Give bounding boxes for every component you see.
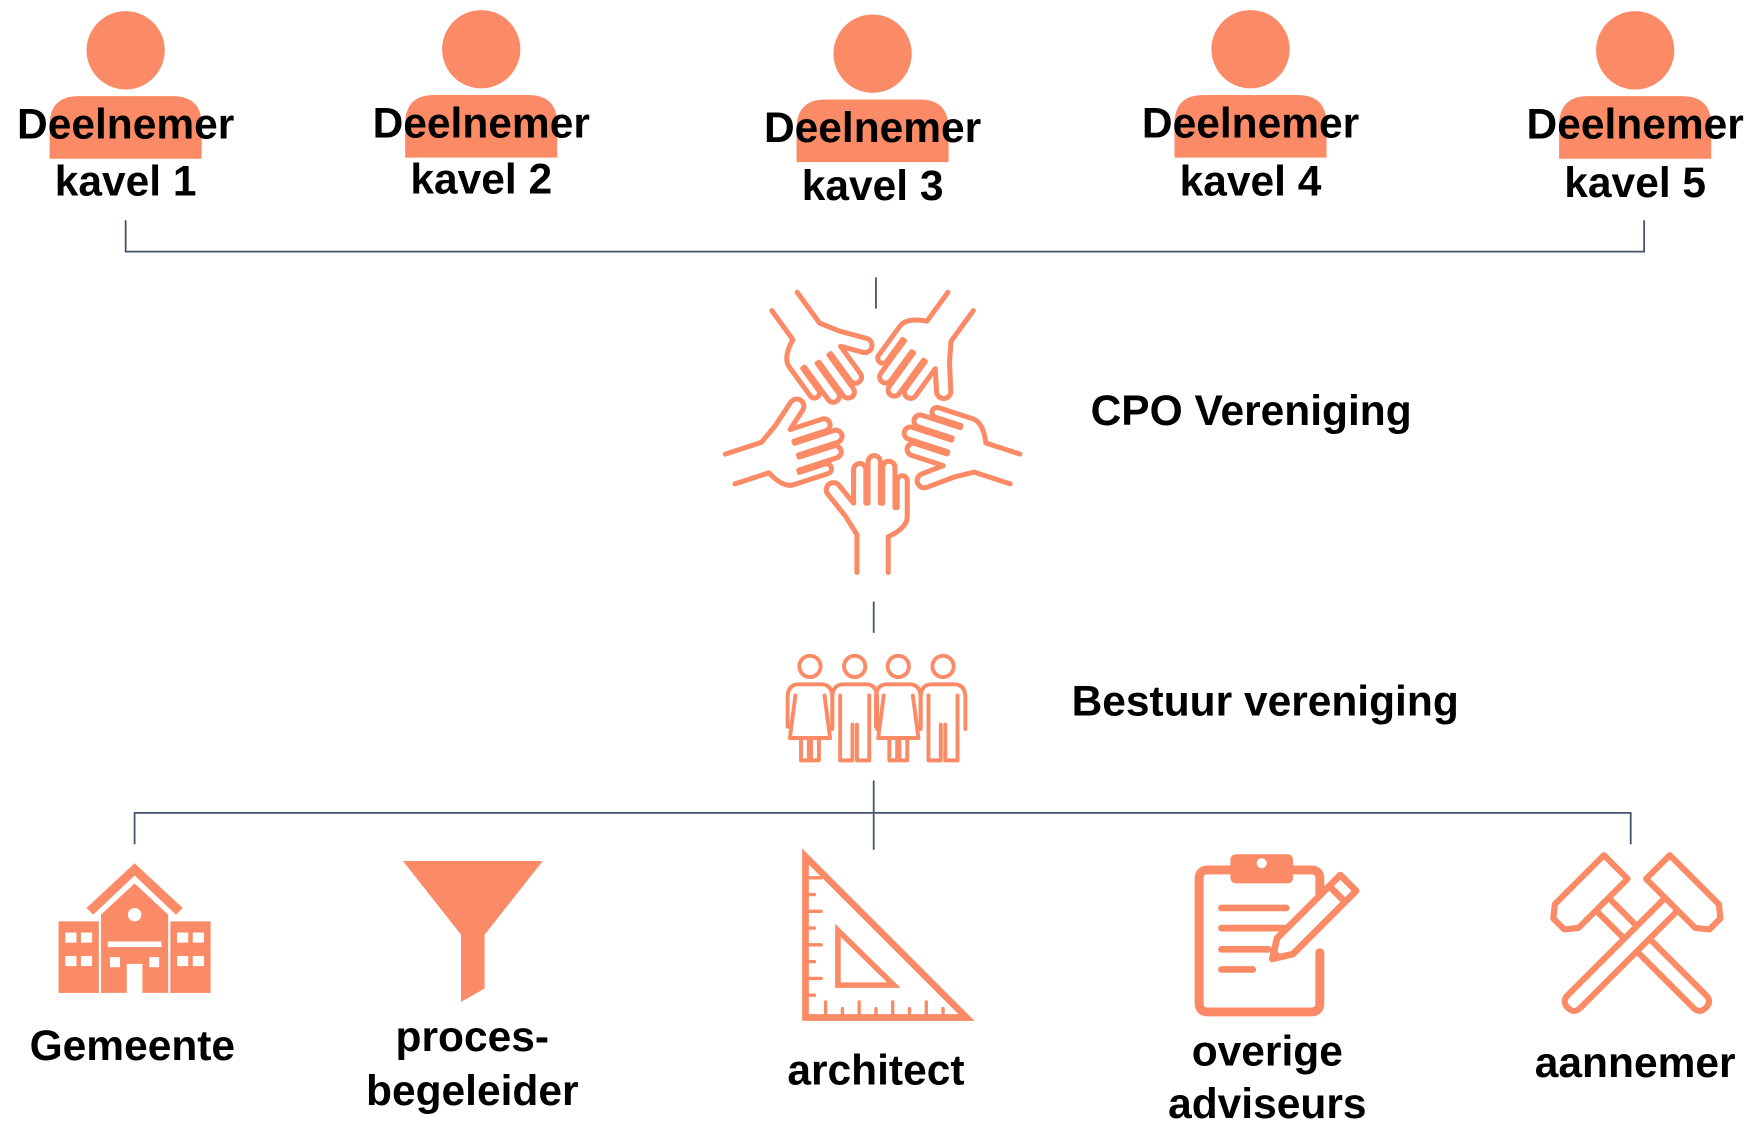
party-label: begeleider xyxy=(366,1068,579,1115)
board-member-figure xyxy=(830,653,880,763)
person-head xyxy=(442,10,521,89)
party-label: Gemeente xyxy=(30,1023,235,1070)
party-label: aannemer xyxy=(1535,1040,1736,1087)
participant-role: Deelnemer xyxy=(764,105,981,152)
participant-3: Deelnemer kavel 3 xyxy=(764,14,981,210)
joined-hands-icon xyxy=(722,289,1023,576)
party-label: overige xyxy=(1192,1029,1343,1076)
board-member-figure xyxy=(918,653,968,763)
participant-5: Deelnemer kavel 5 xyxy=(1527,11,1744,207)
hand xyxy=(769,289,875,405)
hand xyxy=(901,404,1023,491)
participant-plot: kavel 4 xyxy=(1180,159,1322,206)
party-label: proces- xyxy=(396,1014,549,1061)
person-head xyxy=(1211,10,1290,89)
group-of-people-icon xyxy=(785,653,968,763)
set-square-icon xyxy=(802,848,975,1021)
person-icon xyxy=(49,11,202,159)
hand xyxy=(823,453,910,576)
participant-4: Deelnemer kavel 4 xyxy=(1142,10,1359,206)
association-label: CPO Vereniging xyxy=(1091,388,1412,435)
person-icon xyxy=(405,10,558,158)
participant-role: Deelnemer xyxy=(1527,102,1744,149)
participants-bracket-line xyxy=(124,220,1646,253)
person-head xyxy=(833,14,912,93)
board-member-figure xyxy=(873,653,923,763)
person-body xyxy=(1174,95,1327,158)
participant-1: Deelnemer kavel 1 xyxy=(17,11,234,206)
participant-role: Deelnemer xyxy=(17,102,234,149)
participant-role: Deelnemer xyxy=(373,101,590,148)
participant-role: Deelnemer xyxy=(1142,101,1359,148)
hammer xyxy=(1550,852,1713,1014)
person-icon xyxy=(1559,11,1712,159)
board-member-figure xyxy=(785,653,835,763)
board-label: Bestuur vereniging xyxy=(1072,679,1459,726)
person-icon xyxy=(1174,10,1327,158)
hand xyxy=(722,396,845,488)
participant-plot: kavel 5 xyxy=(1564,160,1706,207)
person-head xyxy=(86,11,165,90)
person-head xyxy=(1596,11,1675,90)
person-body xyxy=(405,95,558,158)
clipboard-pencil-icon xyxy=(1194,854,1360,1017)
party-label: adviseurs xyxy=(1168,1081,1366,1126)
party-label: architect xyxy=(787,1048,964,1095)
funnel-icon xyxy=(402,860,543,1002)
hammer xyxy=(1561,852,1724,1014)
person-body xyxy=(49,96,202,159)
participant-plot: kavel 1 xyxy=(55,159,197,206)
town-hall-icon xyxy=(58,863,211,993)
person-body xyxy=(1559,96,1712,159)
participant-plot: kavel 3 xyxy=(802,163,944,210)
participant-plot: kavel 2 xyxy=(410,156,552,203)
crossed-hammers-icon xyxy=(1550,852,1724,1014)
person-body xyxy=(796,99,949,163)
person-icon xyxy=(796,14,949,163)
parties-bracket-line xyxy=(133,812,1632,845)
hand xyxy=(875,289,976,402)
participant-2: Deelnemer kavel 2 xyxy=(373,10,590,203)
